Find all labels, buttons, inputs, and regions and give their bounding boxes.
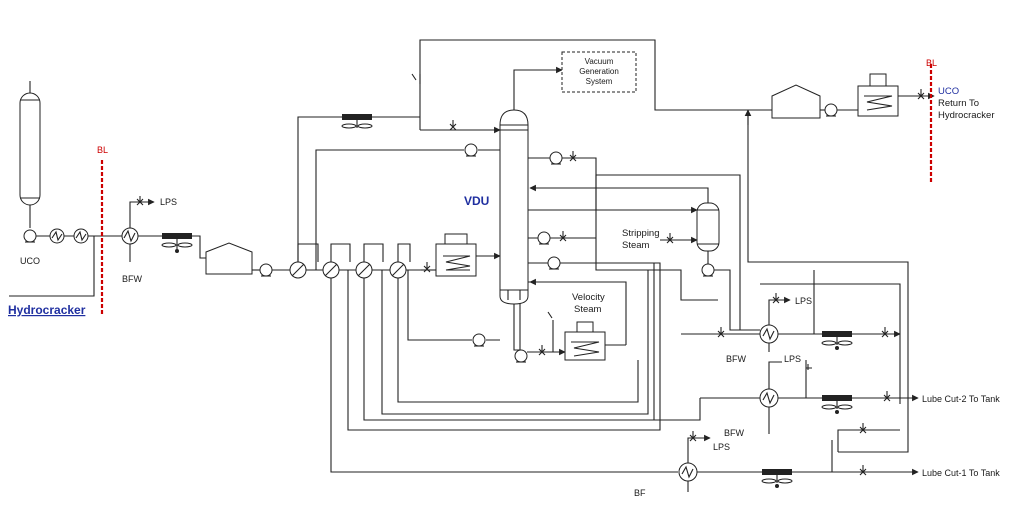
bl-left-label: BL — [97, 145, 108, 155]
bfw-1-label: BFW — [726, 354, 747, 364]
steam-generator-3 — [678, 462, 698, 482]
vdu-furnace — [435, 233, 477, 277]
vacuum-gen-label-3: System — [586, 77, 613, 86]
feed-pump — [259, 263, 273, 277]
bfw-left-label: BFW — [122, 274, 143, 284]
vdu-column — [499, 109, 529, 305]
vacuum-gen-label-2: Generation — [579, 67, 619, 76]
side-pump-1 — [549, 151, 563, 165]
valve-row1-lps — [772, 293, 780, 304]
lube-out-2-label: Lube Cut-2 To Tank — [922, 394, 1000, 404]
lube-out-1-label: Lube Cut-1 To Tank — [922, 468, 1000, 478]
feed-tank — [205, 242, 253, 275]
uco-return-label-2: Return To — [938, 98, 979, 109]
preheat-exchanger-4 — [389, 261, 407, 279]
uco-return-tank — [771, 84, 821, 119]
uco-return-valve — [917, 89, 925, 100]
bottoms-pump — [514, 349, 528, 363]
side-valve-1 — [569, 151, 577, 162]
preheat-exchanger-2 — [322, 261, 340, 279]
velocity-steam-label-2: Steam — [574, 304, 602, 315]
exchanger-left-1 — [49, 228, 65, 244]
side-valve-2 — [559, 231, 567, 242]
valve-row3-lps — [689, 431, 697, 442]
uco-label: UCO — [20, 256, 40, 266]
stripping-steam-label-2: Steam — [622, 240, 650, 251]
valve-row1-in — [717, 327, 725, 338]
velocity-steam-valve — [538, 345, 546, 356]
steam-generator-1 — [759, 324, 779, 344]
air-cooler-row2 — [821, 395, 853, 414]
bottoms-heater — [564, 321, 606, 361]
top-valve — [449, 120, 457, 131]
air-cooler-top — [341, 114, 373, 129]
uco-return-cooler — [857, 73, 899, 117]
bottoms-pump-2 — [472, 333, 486, 347]
stripper-bottom-pump — [701, 263, 715, 277]
hydrocracker-line — [9, 236, 95, 297]
preheat-exchanger-3 — [355, 261, 373, 279]
air-cooler-left — [161, 233, 193, 253]
air-cooler-row3 — [761, 469, 793, 488]
preheat-exchanger-1 — [289, 261, 307, 279]
valve-row1-out — [881, 327, 889, 338]
exchanger-left-2 — [73, 228, 89, 244]
steam-generator-2 — [759, 388, 779, 408]
bfw-2-label: BFW — [724, 428, 745, 438]
velocity-steam-label-1: Velocity — [572, 292, 605, 303]
side-pump-2 — [537, 231, 551, 245]
hydrocracker-reactor — [19, 81, 41, 228]
valve-row2-out — [883, 391, 891, 402]
lps-3-label: LPS — [713, 442, 730, 452]
valve-row3-out — [859, 465, 867, 476]
vacuum-generation-system — [561, 51, 637, 93]
lps-left-label: LPS — [160, 197, 177, 207]
uco-return-pump — [824, 103, 838, 117]
vacuum-gen-label-1: Vacuum — [585, 57, 614, 66]
pumparound-pump-1 — [464, 143, 478, 157]
side-stripper — [696, 202, 720, 252]
air-cooler-row1 — [821, 331, 853, 350]
side-pump-3 — [547, 256, 561, 270]
uco-return-label-1: UCO — [938, 86, 959, 97]
uco-return-label-3: Hydrocracker — [938, 110, 995, 121]
top-vent — [411, 73, 421, 84]
valve-row2-bypass — [859, 423, 867, 434]
lps-valve-left — [136, 196, 144, 206]
bl-right-label: BL — [926, 58, 937, 68]
lps-2-label: LPS — [784, 354, 801, 364]
lps-1-label: LPS — [795, 296, 812, 306]
stripping-steam-valve — [666, 233, 674, 244]
uco-pump — [23, 229, 37, 243]
bf-label: BF — [634, 488, 646, 498]
vdu-label: VDU — [464, 194, 489, 208]
furnace-inlet-valve — [423, 262, 431, 273]
hydrocracker-label: Hydrocracker — [8, 303, 86, 317]
stripping-steam-label-1: Stripping — [622, 228, 660, 239]
steam-generator-left — [121, 227, 139, 245]
